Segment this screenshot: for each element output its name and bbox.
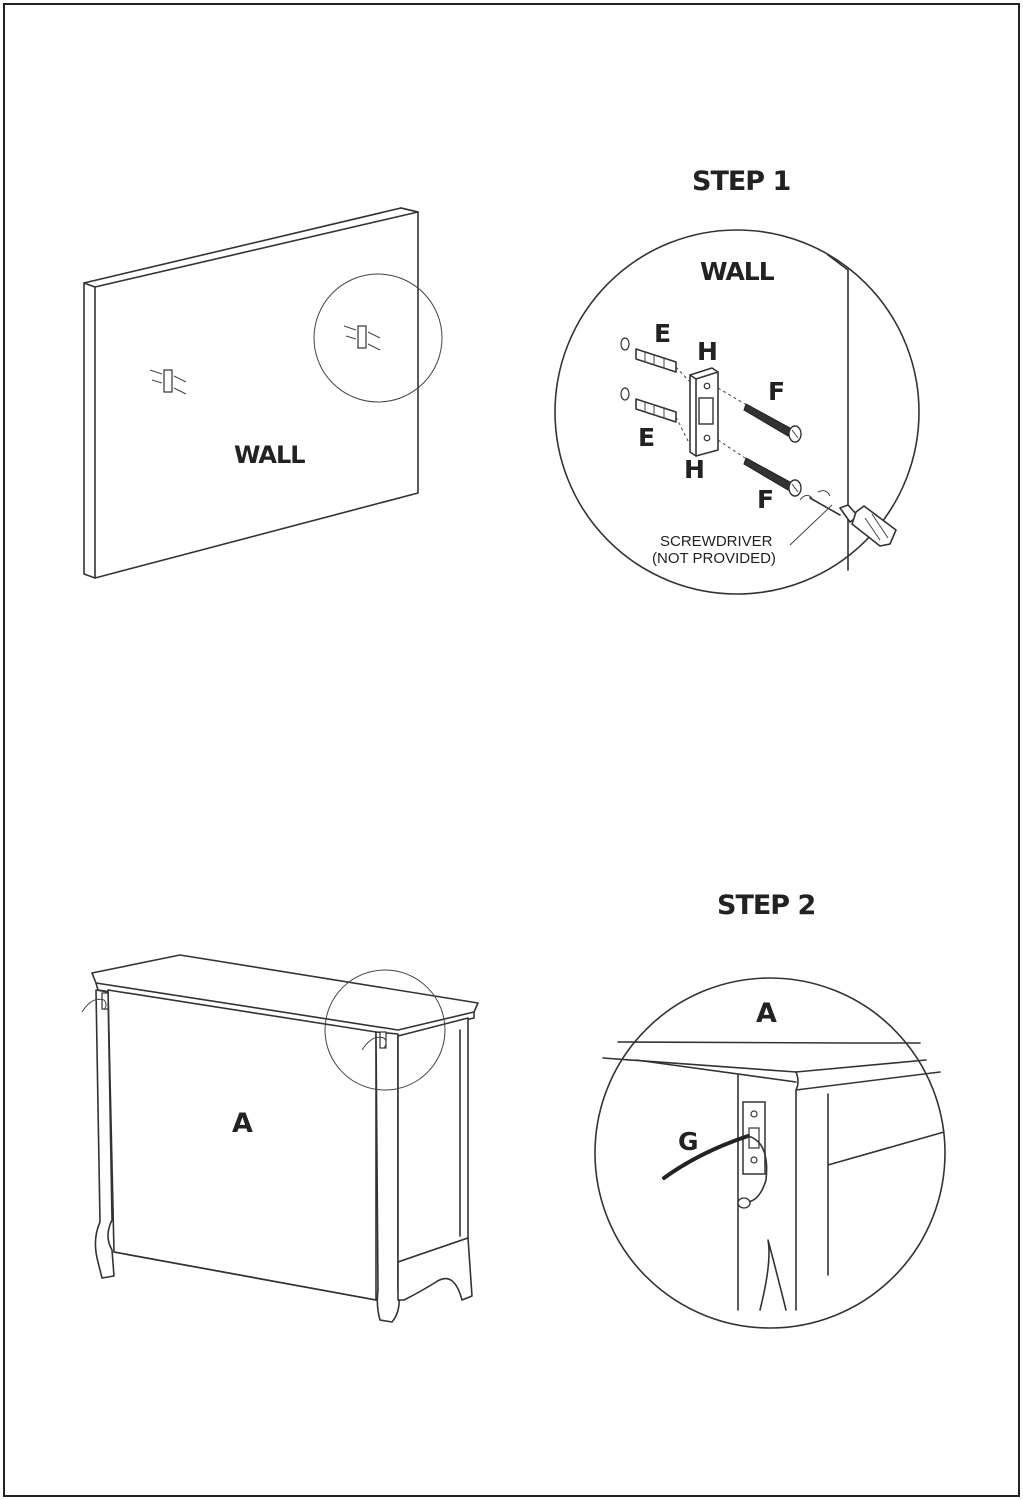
step2-zoom-circle [324,969,446,1091]
step2-cabinet [81,954,479,1323]
step1-detail-wall-label: WALL [700,257,775,286]
step2-cabinet-label: A [232,1108,253,1139]
wall-plate-h [689,367,719,457]
label-e-upper: E [654,319,670,348]
step1-wall-label: WALL [234,441,305,469]
screw-f-upper [717,387,802,443]
anchor-e-upper [620,337,677,373]
step1-zoom-circle [313,273,443,403]
step1-wall-panel [83,207,419,579]
label-g: G [678,1127,698,1156]
label-e-lower: E [638,423,654,452]
step2-detail-cabinet-label: A [756,998,777,1029]
label-h-upper: H [697,337,717,366]
screwdriver-leader [789,504,833,546]
page-border [3,3,1020,1497]
screwdriver-label-line2: (NOT PROVIDED) [652,550,776,567]
label-h-lower: H [684,455,704,484]
screwdriver-label-line1: SCREWDRIVER [660,533,773,550]
screw-f-lower [717,439,802,497]
wall-bracket-left [149,369,187,395]
step1-detail-view [554,229,920,595]
step2-title: STEP 2 [717,890,815,921]
label-f-lower: F [757,485,773,514]
wall-bracket-right [343,325,381,351]
label-f-upper: F [768,377,784,406]
step1-title: STEP 1 [692,166,790,197]
screwdriver-icon [799,490,897,547]
step2-detail-view [594,977,946,1329]
anchor-e-lower [620,387,677,423]
